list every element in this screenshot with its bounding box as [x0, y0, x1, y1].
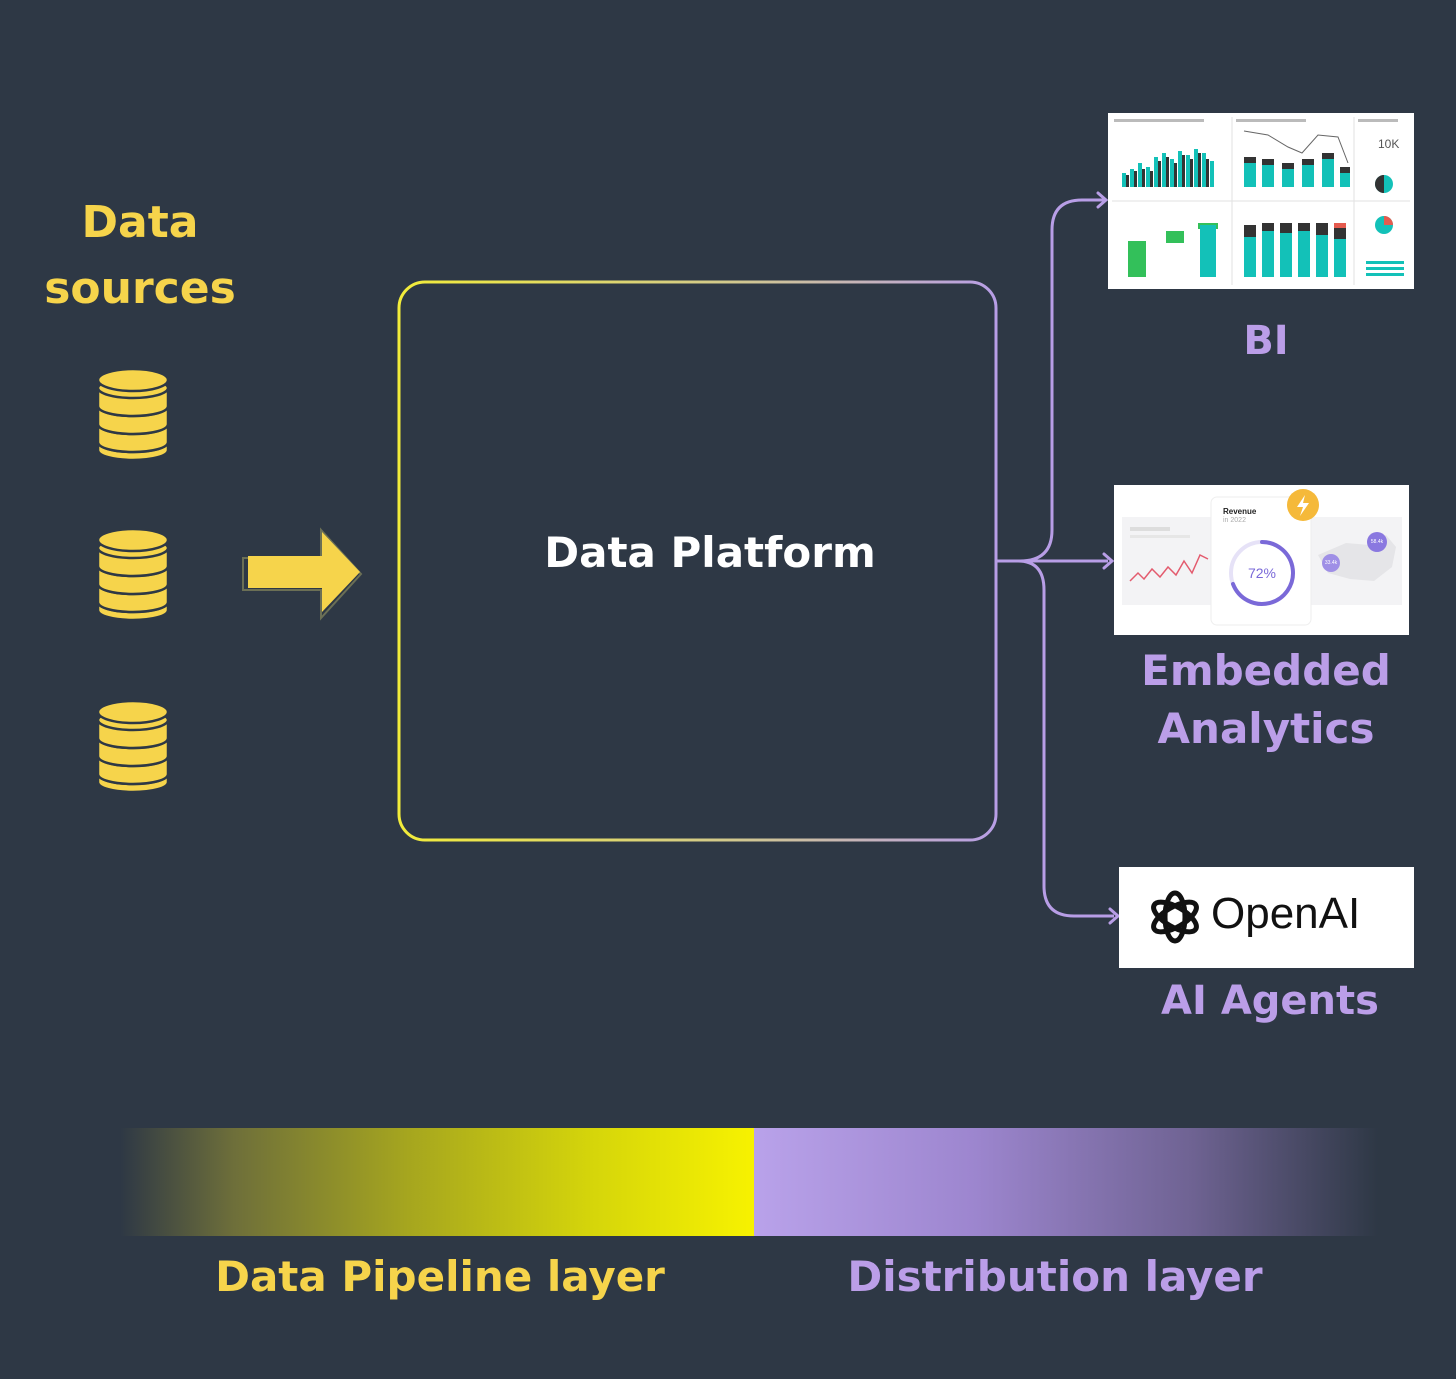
bi-dashboard-chart-icon: [1108, 113, 1414, 289]
pipeline-layer-label: Data Pipeline layer: [215, 1252, 665, 1301]
embedded-analytics-thumbnail: Revenue in 2022 72% 58.4k 33.4k: [1114, 485, 1409, 635]
data-platform-title: Data Platform: [544, 528, 876, 577]
openai-logo-text: OpenAI: [1211, 889, 1361, 938]
database-icon: [96, 527, 170, 622]
bi-dashboard-thumbnail: 10K: [1108, 113, 1414, 289]
embedded-card-title: Revenue: [1223, 507, 1257, 516]
embedded-card-subtitle: in 2022: [1223, 517, 1246, 524]
ai-agents-label: AI Agents: [1161, 978, 1379, 1024]
embedded-card-value: 72%: [1247, 565, 1277, 581]
openai-logo-icon: [1151, 890, 1199, 944]
embedded-analytics-label-line2: Analytics: [1157, 704, 1375, 753]
bi-label: BI: [1243, 318, 1289, 364]
flow-arrow-icon: [242, 527, 363, 621]
embedded-chart-icon: [1114, 485, 1409, 635]
database-icon: [96, 699, 170, 794]
embedded-analytics-label: Embedded Analytics: [1116, 642, 1416, 758]
openai-logo-box: OpenAI: [1119, 867, 1414, 968]
bi-thumb-kpi: 10K: [1378, 137, 1400, 151]
data-sources-title: Data sources: [30, 190, 250, 322]
data-sources-title-line2: sources: [44, 263, 236, 314]
embedded-badge-b: 33.4k: [1324, 560, 1338, 566]
database-icon: [96, 367, 170, 462]
distribution-layer-bar: [754, 1128, 1378, 1236]
pipeline-layer-bar: [120, 1128, 754, 1236]
distribution-layer-label: Distribution layer: [847, 1252, 1263, 1301]
embedded-analytics-label-line1: Embedded: [1141, 646, 1391, 695]
data-sources-title-line1: Data: [81, 197, 199, 248]
embedded-badge-a: 58.4k: [1370, 539, 1384, 545]
